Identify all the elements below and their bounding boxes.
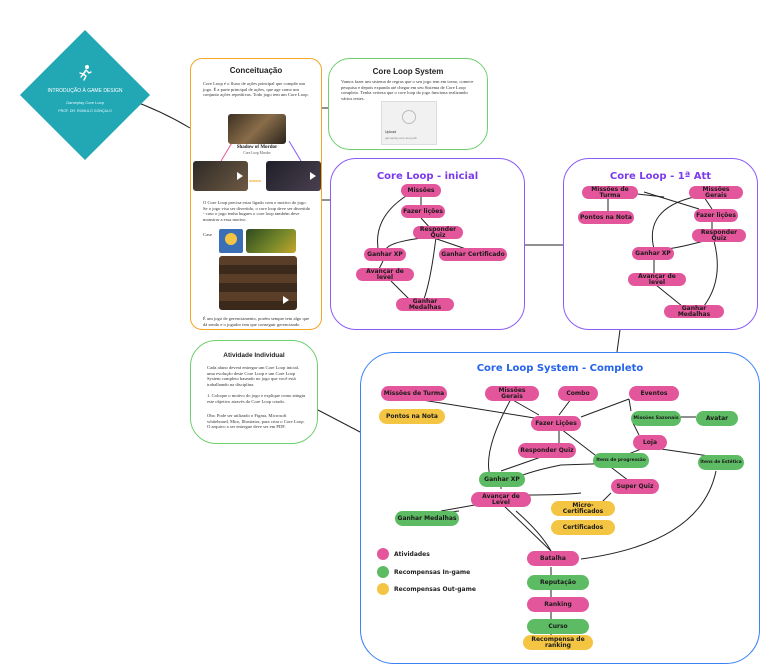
conceituacao-text2: O Core Loop precisa estar ligado com o m… [203,200,311,222]
mordor-image [228,114,286,144]
card-core-loop-completo[interactable]: Core Loop System - Completo [360,352,760,664]
connector-att-completo [616,329,621,353]
mordor-title: Shadow of Mordor [236,145,278,150]
card-conceituacao[interactable]: Conceituação Core Loop é o fluxo de açõe… [190,58,322,330]
inicial-node-responder-quiz[interactable]: Responder Quiz [413,226,463,239]
att-title: Core Loop - 1ª Att [609,171,712,182]
legend-label-ingame: Recompensas In-game [394,569,471,576]
root-diamond[interactable]: INTRODUÇÃO À GAME DESIGN Gameplay Core L… [19,29,151,161]
inicial-node-fazer-licoes[interactable]: Fazer lições [401,205,445,218]
att-node-ganhar-medalhas[interactable]: Ganhar Medalhas [664,305,724,318]
inicial-edges [377,195,467,300]
att-node-fazer-licoes[interactable]: Fazer lições [694,209,738,222]
completo-node-fazer-licoes[interactable]: Fazer Lições [531,416,581,431]
mordor-sub: Core Loop Mordor [243,151,271,155]
root-author: PROF. DR. ROMULO GONÇALO [58,109,112,113]
completo-node-combo[interactable]: Combo [558,386,598,401]
atividade-text1: Cada aluno deverá entregar um Core Loop … [207,365,300,387]
att-node-missoes-gerais[interactable]: Missões Gerais [689,186,743,199]
completo-node-pontos-nota[interactable]: Pontos na Nota [379,409,445,424]
att-node-ganhar-xp[interactable]: Ganhar XP [632,247,674,260]
card-core-loop-system[interactable]: Core Loop System Vamos fazer um sistema … [328,58,488,150]
conceituacao-text1: Core Loop é o fluxo de ações principal q… [203,81,309,98]
completo-node-ganhar-medalhas[interactable]: Ganhar Medalhas [395,511,459,526]
card-atividade-individual[interactable]: Atividade Individual Cada aluno deverá e… [190,340,318,444]
completo-node-micro-certificados[interactable]: Micro-Certificados [551,501,615,516]
completo-node-missoes-gerais[interactable]: Missões Gerais [485,386,539,401]
conceituacao-text4: É um jogo de gerenciamento, porém sempre… [203,316,310,327]
loop-arrows [220,140,302,182]
fallout-banner [246,229,296,253]
inicial-node-ganhar-medalhas[interactable]: Ganhar Medalhas [396,298,454,311]
completo-node-itens-estetica[interactable]: Itens de Estética [698,455,744,470]
legend-dot-ingame [377,566,389,578]
completo-node-loja[interactable]: Loja [633,435,667,450]
conceituacao-title: Conceituação [229,66,283,75]
completo-node-recompensa-ranking[interactable]: Recompensa de ranking [523,635,593,650]
att-node-pontos-nota[interactable]: Pontos na Nota [578,211,634,224]
compass-icon [402,110,416,124]
atividade-text3: Obs: Pode ser utilizado o Figma, Microso… [207,413,305,430]
legend-label-outgame: Recompensas Out-game [394,586,476,593]
att-node-avancar-level[interactable]: Avançar de level [628,273,686,286]
inicial-title: Core Loop - inicial [376,171,479,182]
att-node-missoes-turma[interactable]: Missões de Turma [582,186,638,199]
upload-link-card[interactable]: Upload gameplay-core-loop.pdf [381,101,437,145]
core-loop-system-text: Vamos fazer um sistema de regras que o s… [341,79,474,101]
att-node-responder-quiz[interactable]: Responder Quiz [692,229,746,242]
completo-node-missoes-turma[interactable]: Missões de Turma [381,386,447,401]
completo-node-curso[interactable]: Curso [527,619,589,634]
card-core-loop-inicial[interactable]: Core Loop - inicial Missões Fazer lições… [330,158,525,330]
completo-node-eventos[interactable]: Eventos [629,386,679,401]
atividade-text2: 1. Coloque o motivo do jogo e explique c… [207,393,306,404]
root-title: INTRODUÇÃO À GAME DESIGN [47,88,123,94]
runner-icon [76,64,94,82]
legend-dot-outgame [377,583,389,595]
completo-title: Core Loop System - Completo [476,363,644,374]
legend-label-atividades: Atividades [394,551,430,558]
inicial-node-missoes[interactable]: Missões [401,184,441,197]
completo-node-itens-progressao[interactable]: Itens de progressão [593,453,649,468]
completo-node-ranking[interactable]: Ranking [527,597,589,612]
att-edges [607,191,718,307]
completo-node-super-quiz[interactable]: Super Quiz [611,479,659,494]
completo-node-ganhar-xp[interactable]: Ganhar XP [479,472,525,487]
completo-node-avatar[interactable]: Avatar [696,411,738,426]
legend-dot-atividades [377,548,389,560]
video-thumb-left[interactable] [193,161,248,191]
upload-label: Upload [385,130,397,134]
card-core-loop-att[interactable]: Core Loop - 1ª Att Missões de Turma Miss… [563,158,758,330]
atividade-title: Atividade Individual [223,352,285,359]
completo-node-responder-quiz[interactable]: Responder Quiz [518,443,576,458]
completo-node-reputacao[interactable]: Reputação [527,575,589,590]
upload-sub: gameplay-core-loop.pdf [385,136,417,140]
inicial-node-ganhar-certificado[interactable]: Ganhar Certificado [439,248,507,261]
inicial-node-avancar-level[interactable]: Avançar de level [356,268,414,281]
video-thumb-right[interactable] [266,161,321,191]
inicial-node-ganhar-xp[interactable]: Ganhar XP [364,248,406,261]
fallout-image [219,229,243,253]
core-loop-system-title: Core Loop System [372,67,444,76]
conceituacao-text3: Case [203,232,212,237]
connector-atividade-completo [317,409,363,434]
completo-node-batalha[interactable]: Batalha [527,551,579,566]
completo-node-certificados[interactable]: Certificados [551,520,615,535]
completo-node-avancar-level[interactable]: Avançar de Level [471,492,531,507]
completo-node-missoes-sazonais[interactable]: Missões Sazonais [631,411,681,426]
vault-video-thumb[interactable] [219,256,297,310]
root-subtitle: Gameplay Core Loop [65,100,105,105]
